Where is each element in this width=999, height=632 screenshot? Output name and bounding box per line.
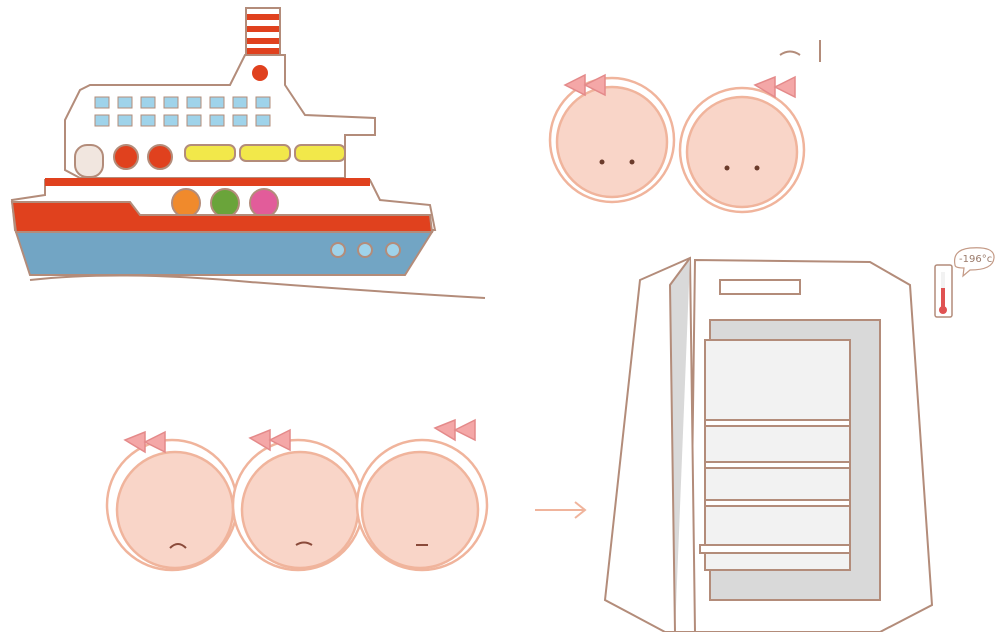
freezer	[603, 256, 934, 632]
hull-blue	[14, 231, 434, 276]
arrow-right-icon	[535, 501, 587, 519]
ship-windows	[94, 96, 271, 127]
babies-sad	[105, 418, 489, 572]
water-line	[29, 274, 486, 299]
lifeboats	[184, 144, 346, 162]
temperature-reading: -196°c	[959, 254, 992, 265]
babies-happy	[548, 40, 821, 214]
cruise-ship	[10, 7, 486, 299]
speech-bubble	[953, 247, 995, 278]
thermometer-icon: -196°c	[934, 247, 995, 318]
